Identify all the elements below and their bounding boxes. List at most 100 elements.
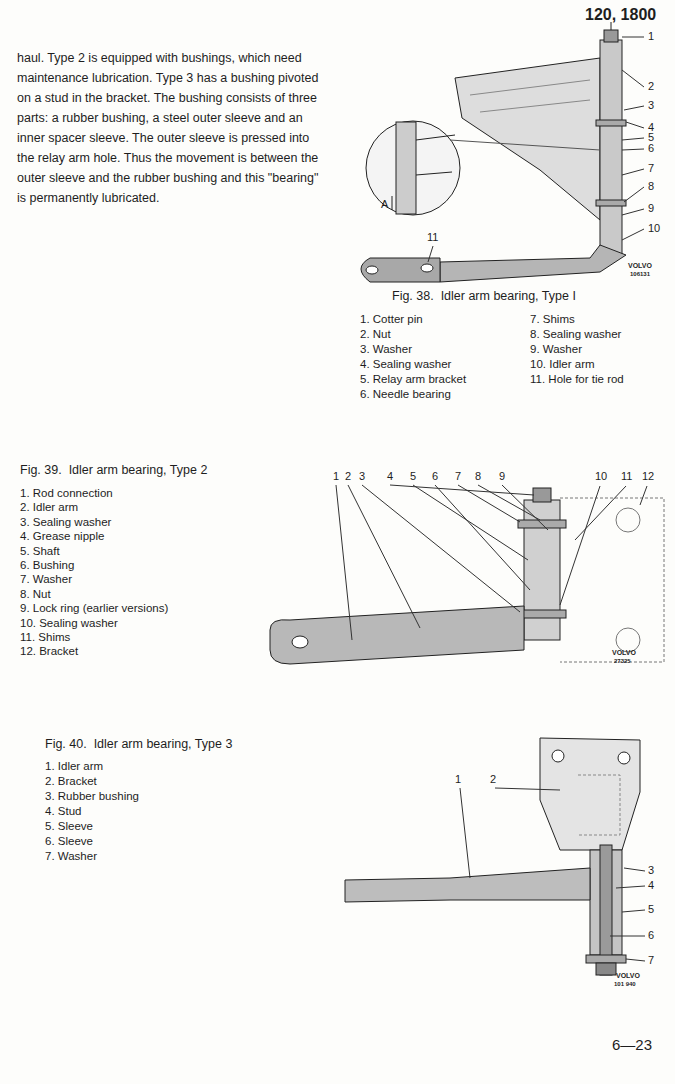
stamp-text: VOLVO (612, 649, 636, 657)
inset-leader (450, 140, 600, 150)
figure-caption: Fig. 39. Idler arm bearing, Type 2 (20, 463, 207, 477)
relay-arm-bracket (455, 58, 600, 220)
callout-number: 4 (387, 471, 393, 482)
callout-number: 8 (648, 181, 654, 192)
figure-39 (270, 485, 664, 664)
part-list-item: 5. Shaft (20, 545, 60, 558)
bracket (540, 738, 640, 850)
callout-number: 9 (648, 203, 654, 214)
figure-caption: Fig. 40. Idler arm bearing, Type 3 (45, 737, 232, 751)
bracket (560, 498, 664, 662)
figure-caption: Fig. 38. Idler arm bearing, Type I (392, 289, 576, 303)
part-list-item: 7. Washer (20, 573, 72, 586)
callout-number: 12 (642, 471, 654, 482)
nut (604, 30, 618, 42)
inset-shaft (396, 122, 416, 214)
callout-number: 3 (648, 865, 654, 876)
sealing-washer (518, 610, 566, 618)
part-list-item: 4. Sealing washer (360, 358, 451, 371)
washer (596, 120, 626, 126)
callout-number: 3 (359, 471, 365, 482)
figure-38 (361, 22, 644, 282)
bracket-hole (552, 750, 564, 762)
inset-lines (416, 135, 455, 175)
callout-number: 3 (648, 100, 654, 111)
part-list-item: 4. Grease nipple (20, 530, 104, 543)
part-list-item: 11. Hole for tie rod (530, 373, 624, 386)
part-list-item: 1. Idler arm (45, 760, 103, 773)
callout-number: 6 (648, 930, 654, 941)
part-list-item: 3. Washer (360, 343, 412, 356)
callout-number: 1 (333, 471, 339, 482)
stamp-text: 106131 (630, 271, 650, 278)
callout-number: 2 (648, 81, 654, 92)
part-list-item: 9. Lock ring (earlier versions) (20, 602, 168, 615)
nut (596, 963, 616, 975)
stamp-text: 101 940 (614, 981, 636, 988)
callout-number: 10 (595, 471, 607, 482)
washer (596, 200, 626, 206)
callout-number: 11 (427, 232, 438, 243)
callout-number: 1 (648, 31, 654, 42)
part-list-item: 6. Sleeve (45, 835, 93, 848)
hidden-lines (578, 775, 620, 835)
bracket-shading (470, 80, 590, 112)
leader-lines (428, 37, 644, 262)
part-list-item: 8. Nut (20, 588, 51, 601)
bracket-hole (618, 752, 630, 764)
part-list-item: 1. Cotter pin (360, 313, 423, 326)
leader-lines (460, 788, 645, 961)
part-list-item: 10. Sealing washer (20, 617, 118, 630)
rod-hole (292, 636, 308, 648)
idler-arm (270, 606, 524, 664)
part-list-item: 5. Relay arm bracket (360, 373, 466, 386)
part-list-item: 4. Stud (45, 805, 81, 818)
callout-number: 1 (455, 774, 461, 785)
dimension-label: A (381, 198, 388, 211)
grease-nipple (533, 488, 551, 502)
callout-number: 6 (648, 143, 654, 154)
part-list-item: 2. Bracket (45, 775, 97, 788)
callout-number: 4 (648, 880, 654, 891)
part-list-item: 9. Washer (530, 343, 582, 356)
bearing-shaft (600, 40, 622, 255)
page-header: 120, 1800 (585, 6, 656, 24)
callout-number: 7 (455, 471, 461, 482)
callout-number: 2 (345, 471, 351, 482)
stamp-text: 27325 (614, 658, 631, 665)
page-number: 6—23 (612, 1036, 652, 1053)
part-list-item: 2. Nut (360, 328, 391, 341)
idler-arm (440, 245, 626, 282)
detail-inset (366, 121, 460, 215)
hole (421, 264, 433, 272)
bracket-hole (616, 628, 640, 652)
callout-number: 9 (499, 471, 505, 482)
part-list-item: 1. Rod connection (20, 487, 113, 500)
stamp-text: VOLVO (616, 972, 640, 980)
leader-lines (336, 485, 647, 640)
part-list-item: 11. Shims (20, 631, 70, 644)
dimension-line (392, 196, 393, 210)
callout-number: 5 (410, 471, 416, 482)
part-list-item: 7. Shims (530, 313, 575, 326)
callout-number: 8 (475, 471, 481, 482)
callout-number: 11 (621, 471, 632, 482)
figure-40 (345, 738, 645, 975)
washer (586, 955, 626, 963)
part-list-item: 5. Sleeve (45, 820, 93, 833)
stamp-text: VOLVO (628, 262, 652, 270)
part-list-item: 6. Bushing (20, 559, 74, 572)
part-list-item: 7. Washer (45, 850, 97, 863)
callout-number: 10 (648, 223, 660, 234)
body-text: haul. Type 2 is equipped with bushings, … (17, 48, 327, 208)
part-list-item: 8. Sealing washer (530, 328, 621, 341)
hole (366, 266, 378, 274)
callout-number: 6 (432, 471, 438, 482)
callout-number: 5 (648, 132, 654, 143)
bracket-hole (616, 508, 640, 532)
idler-arm (345, 868, 590, 902)
callout-number: 7 (648, 955, 654, 966)
callout-number: 7 (648, 163, 654, 174)
part-list-item: 12. Bracket (20, 645, 78, 658)
part-list-item: 10. Idler arm (530, 358, 595, 371)
